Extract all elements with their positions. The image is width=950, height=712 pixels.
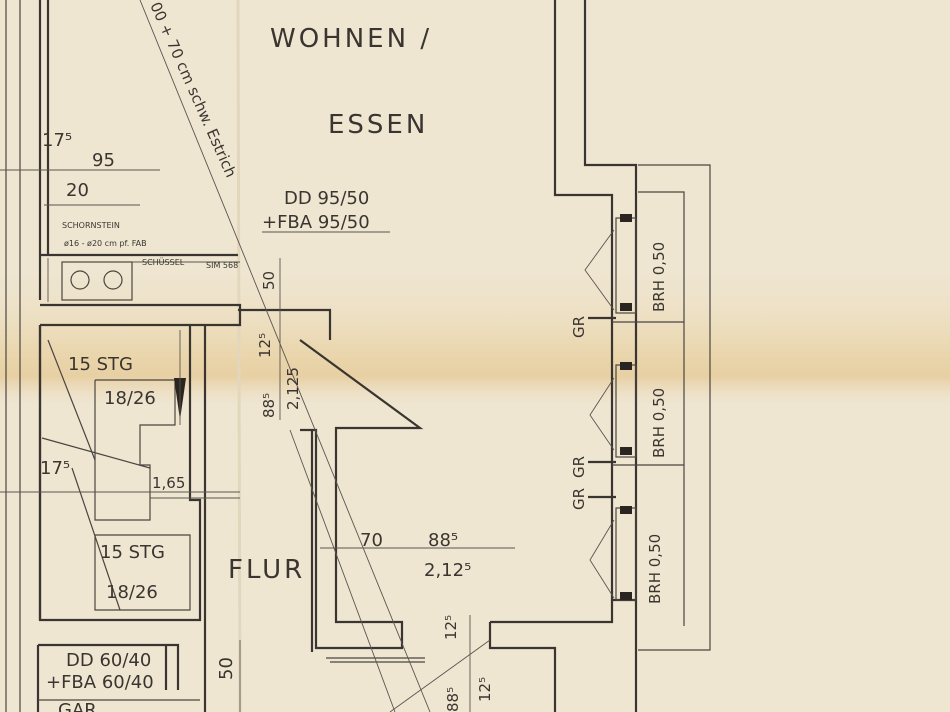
dim-95: 95: [92, 150, 115, 171]
dim-885c: 88⁵: [444, 687, 462, 712]
dimension-lines: [0, 169, 515, 712]
dim-2125b: 2,12⁵: [424, 560, 471, 581]
dim-165: 1,65: [152, 474, 185, 492]
windows: [584, 214, 637, 601]
window-gr-3: GR: [570, 488, 588, 510]
paper-fold: [236, 0, 242, 712]
dim-20: 20: [66, 180, 89, 201]
sink-dims: SIM 568: [206, 261, 238, 270]
dim-50-right: 50: [260, 271, 278, 290]
chimney-detail: ø16 - ø20 cm pf. FAB: [64, 239, 147, 248]
window-brh-3: BRH 0,50: [646, 534, 664, 604]
dim-175-mid: 17⁵: [40, 458, 70, 479]
dim-885: 88⁵: [260, 393, 278, 418]
fba-bottom-label: +FBA 60/40: [46, 672, 154, 693]
dd-main-label: DD 95/50: [284, 188, 369, 209]
stair-lower-ratio: 18/26: [106, 582, 158, 603]
lower-room: [38, 643, 200, 701]
room-label-essen: ESSEN: [328, 110, 428, 140]
sink-label: SCHÜSSEL: [142, 257, 185, 267]
screed-diagonal: [139, 0, 431, 712]
staircase: [38, 325, 202, 622]
dd-bottom-label: DD 60/40: [66, 650, 151, 671]
dim-125c: 12⁵: [476, 677, 494, 702]
flur-walls: [203, 308, 425, 712]
gar-label: GAR: [58, 700, 97, 712]
dim-175-top: 17⁵: [42, 130, 72, 151]
paper-stain: [0, 250, 950, 480]
dim-125b: 12⁵: [442, 615, 460, 640]
window-gr-2: GR: [570, 456, 588, 478]
dim-50-bottom: 50: [216, 657, 237, 680]
window-brh-2: BRH 0,50: [650, 388, 668, 458]
stair-upper-ratio: 18/26: [104, 388, 156, 409]
fba-main-label: +FBA 95/50: [262, 212, 370, 233]
diagonal-note: 00 + 70 cm schw. Estrich: [146, 0, 240, 180]
stair-lower-count: 15 STG: [100, 542, 165, 563]
dim-885b: 88⁵: [428, 530, 458, 551]
dim-70: 70: [360, 530, 383, 551]
window-brh-1: BRH 0,50: [650, 242, 668, 312]
kitchen-area: [40, 253, 242, 327]
dim-2125: 2,125: [284, 367, 302, 410]
chimney-label: SCHORNSTEIN: [62, 221, 120, 230]
room-label-wohnen: WOHNEN /: [270, 24, 432, 54]
stair-upper-count: 15 STG: [68, 354, 133, 375]
room-label-flur: FLUR: [228, 555, 305, 585]
window-gr-1: GR: [570, 316, 588, 338]
dim-125a: 12⁵: [256, 333, 274, 358]
